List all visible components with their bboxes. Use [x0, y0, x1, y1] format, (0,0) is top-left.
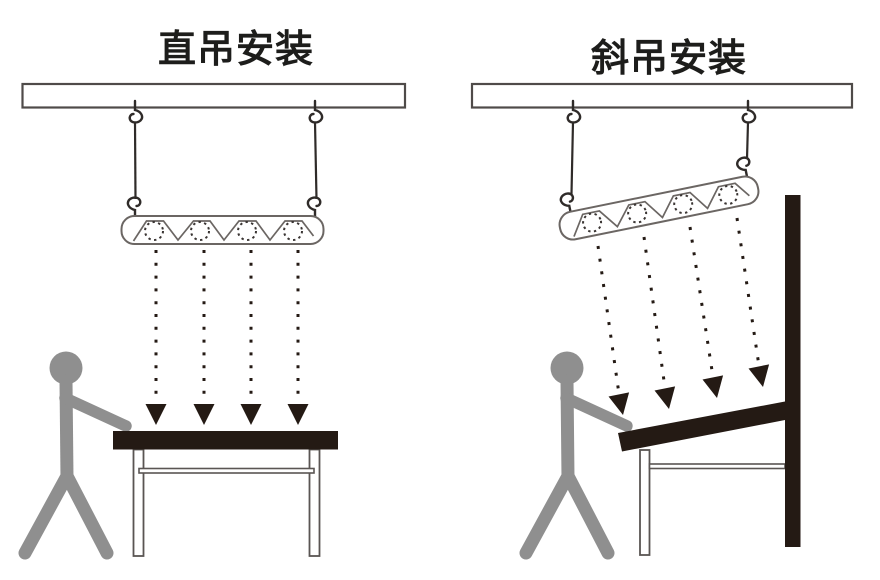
table-crossbar	[648, 463, 786, 470]
panel-title: 斜吊安装	[591, 38, 747, 80]
arrowhead-icon	[702, 375, 724, 398]
worker-figure-icon	[526, 352, 627, 554]
tilted-work-table	[618, 195, 801, 556]
arrowhead-icon	[748, 364, 770, 387]
table-leg	[639, 449, 651, 556]
work-table	[113, 431, 338, 557]
arrowhead-icon	[287, 404, 309, 425]
arrowhead-icon	[240, 404, 262, 425]
straight-hang-panel: 直吊安装	[21, 29, 407, 557]
arrowhead-icon	[654, 386, 676, 409]
light-rays	[596, 217, 770, 415]
ceiling-beam	[21, 82, 407, 109]
arrowhead-icon	[608, 392, 630, 415]
panel-title: 直吊安装	[158, 29, 314, 71]
table-leg	[308, 448, 321, 557]
hanging-wire	[745, 121, 750, 160]
table-top	[113, 431, 338, 450]
light-rays	[145, 250, 309, 425]
arrowhead-icon	[145, 404, 167, 425]
lamp-fixture-icon	[554, 156, 761, 242]
ceiling-beam	[470, 82, 854, 109]
light-ray-dotted-line	[596, 245, 621, 395]
hanging-wire	[313, 121, 318, 200]
table-leg	[132, 448, 145, 557]
worker-figure-icon	[25, 352, 126, 554]
hanging-wire	[570, 121, 575, 195]
side-wall	[785, 195, 801, 547]
light-ray-dotted-line	[735, 217, 761, 367]
hanging-wire	[133, 121, 137, 200]
lamp-fixture-icon	[122, 198, 324, 244]
tilted-table-top	[618, 401, 785, 452]
light-ray-dotted-line	[688, 226, 715, 378]
table-crossbar	[138, 467, 315, 474]
tilted-hang-panel: 斜吊安装	[470, 38, 854, 556]
arrowhead-icon	[193, 404, 215, 425]
light-ray-dotted-line	[642, 236, 667, 389]
